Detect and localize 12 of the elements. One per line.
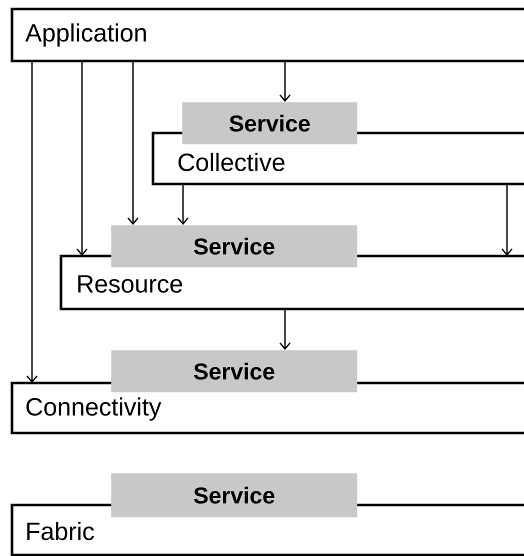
arrow [501,184,513,256]
arrow [279,61,291,102]
arrow [177,184,189,225]
arrow [76,61,88,256]
arrow [26,61,38,383]
arrow [279,309,291,350]
service-tab: Service [111,473,358,518]
service-tab: Service [182,102,358,144]
arrow [127,61,139,225]
service-tab: Service [111,225,358,268]
layer-box: Application [10,8,524,62]
service-tab: Service [111,350,358,392]
